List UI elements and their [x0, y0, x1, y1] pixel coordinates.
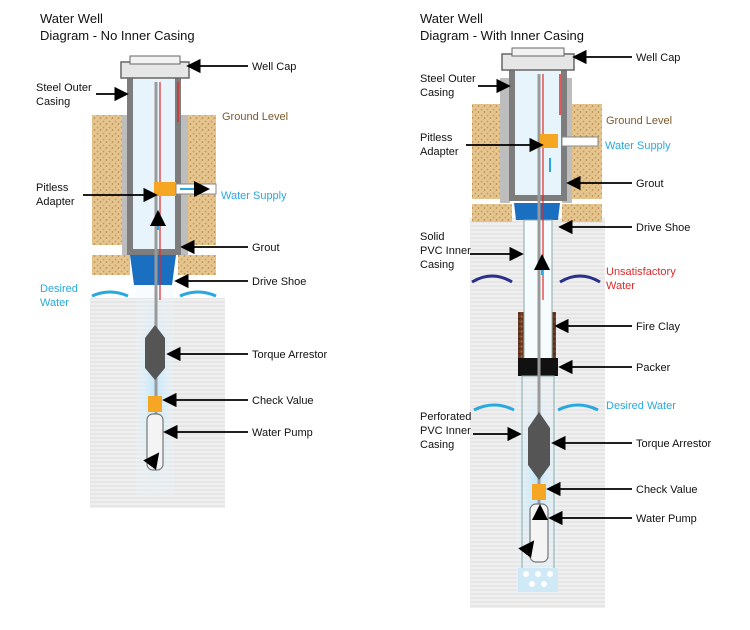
label-unsatisfactory-water: Unsatisfactory [606, 266, 676, 278]
grout [122, 115, 130, 255]
label-perforated-pvc-inner-casing: Perforated [420, 411, 471, 423]
label-torque-arrestor: Torque Arrestor [252, 349, 328, 361]
sand-layer [572, 104, 602, 199]
well-cap [129, 55, 181, 65]
gravel [523, 571, 529, 577]
gravel [541, 581, 547, 587]
unsatisfactory-water-line [471, 274, 513, 284]
sand-layer [472, 104, 500, 199]
sand-layer [178, 255, 216, 275]
well-cap [511, 47, 565, 57]
pitless-adapter [540, 134, 558, 148]
label-solid-pvc-inner-casing: Solid [420, 231, 444, 243]
label-water-pump: Water Pump [636, 513, 697, 525]
label-packer: Packer [636, 362, 671, 374]
desired-water-line [557, 403, 599, 412]
label-steel-outer-casing: Steel Outer [420, 73, 476, 85]
water-flow-arrow [143, 452, 160, 470]
drive-shoe [514, 203, 560, 220]
sand-layer [92, 255, 130, 275]
label-unsatisfactory-water: Water [606, 280, 635, 292]
right-title-line1: Water Well [420, 11, 483, 26]
label-pitless-adapter: Adapter [420, 146, 459, 158]
right-labels: Well Cap Steel Outer Casing Ground Level… [420, 49, 712, 526]
label-desired-water: Desired [40, 283, 78, 295]
label-steel-outer-casing: Steel Outer [36, 82, 92, 94]
sand-layer [562, 204, 602, 222]
right-diagram [470, 47, 605, 608]
label-drive-shoe: Drive Shoe [252, 276, 306, 288]
label-grout: Grout [252, 242, 280, 254]
label-well-cap: Well Cap [252, 61, 296, 73]
sand-layer [472, 204, 512, 222]
torque-arrestor [528, 412, 550, 480]
pitless-adapter [154, 182, 176, 196]
fire-clay [518, 312, 526, 360]
label-pitless-adapter: Pitless [420, 132, 453, 144]
label-water-supply: Water Supply [605, 140, 671, 152]
left-title-line2: Diagram - No Inner Casing [40, 28, 195, 43]
torque-arrestor [145, 325, 165, 380]
gravel [535, 571, 541, 577]
desired-water-line [91, 290, 129, 298]
label-ground-level: Ground Level [606, 115, 672, 127]
desired-water-line [473, 403, 515, 412]
label-grout: Grout [636, 178, 664, 190]
label-fire-clay: Fire Clay [636, 321, 681, 333]
right-title-line2: Diagram - With Inner Casing [420, 28, 584, 43]
sand-layer [188, 115, 216, 245]
label-drive-shoe: Drive Shoe [636, 222, 690, 234]
left-title-line1: Water Well [40, 11, 103, 26]
label-solid-pvc-inner-casing: Casing [420, 259, 454, 271]
label-check-value: Check Value [636, 484, 698, 496]
left-labels: Well Cap Steel Outer Casing Ground Level… [36, 58, 328, 440]
check-valve [148, 396, 162, 412]
gravel [547, 571, 553, 577]
label-desired-water: Desired Water [606, 400, 676, 412]
water-pump [146, 413, 164, 471]
label-steel-outer-casing: Casing [36, 96, 70, 108]
label-perforated-pvc-inner-casing: Casing [420, 439, 454, 451]
unsatisfactory-water-line [559, 274, 601, 284]
water-flow-arrow [518, 540, 535, 558]
label-torque-arrestor: Torque Arrestor [636, 438, 712, 450]
label-pitless-adapter: Pitless [36, 182, 69, 194]
label-steel-outer-casing: Casing [420, 87, 454, 99]
check-valve [532, 484, 546, 500]
steel-outer-casing [127, 78, 181, 255]
water-supply-pipe [561, 136, 599, 147]
label-desired-water: Water [40, 297, 69, 309]
label-water-supply: Water Supply [221, 190, 287, 202]
left-diagram [90, 55, 225, 508]
label-pitless-adapter: Adapter [36, 196, 75, 208]
grout [500, 78, 510, 203]
sand-layer [92, 115, 122, 245]
desired-water-line [179, 290, 217, 298]
drive-shoe [130, 255, 176, 285]
label-well-cap: Well Cap [636, 52, 680, 64]
label-check-value: Check Value [252, 395, 314, 407]
label-perforated-pvc-inner-casing: PVC Inner [420, 425, 471, 437]
label-ground-level: Ground Level [222, 111, 288, 123]
label-water-pump: Water Pump [252, 427, 313, 439]
gravel [529, 581, 535, 587]
label-solid-pvc-inner-casing: PVC Inner [420, 245, 471, 257]
